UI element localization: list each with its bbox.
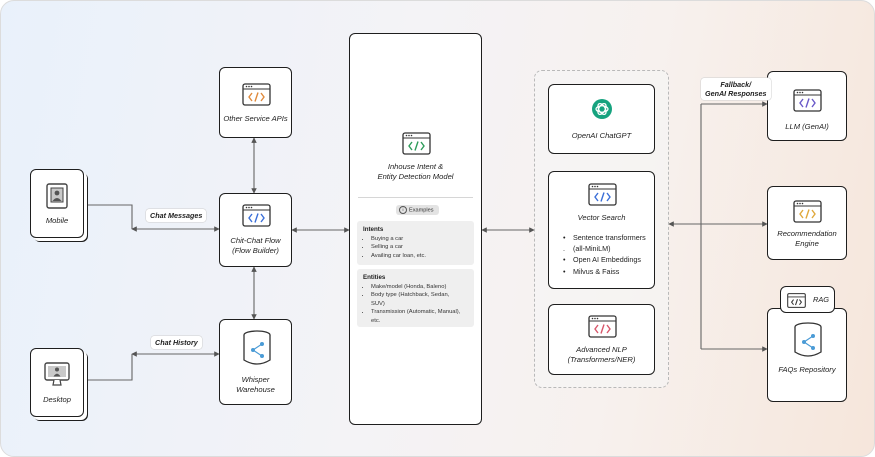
desktop-node: Desktop <box>30 348 84 417</box>
llm-node: LLM (GenAI) <box>767 71 847 141</box>
entity-item: Body type (Hatchback, Sedan, SUV) <box>371 291 474 308</box>
intents-title: Intents <box>363 226 384 233</box>
database-icon <box>242 330 272 371</box>
list-item: •Milvus & Faiss <box>563 266 620 276</box>
list-item: .(all-MiniLM) <box>563 244 611 254</box>
chat-history-label: Chat History <box>151 336 202 349</box>
advanced-nlp-node: Advanced NLP (Transformers/NER) <box>548 304 655 375</box>
rag-tag: RAG <box>780 286 835 313</box>
entity-item: Transmission (Automatic, Manual), etc. <box>371 308 474 325</box>
monitor-icon <box>44 361 70 392</box>
code-window-icon <box>588 315 617 343</box>
mobile-node: Mobile <box>30 169 84 238</box>
intent-item: Availing car loan, etc. <box>371 252 474 260</box>
fallback-label: Fallback/ GenAI Responses <box>701 78 771 100</box>
intent-item: Buying a car <box>371 235 474 243</box>
vector-search-node: Vector Search •Sentence transformers .(a… <box>548 171 655 289</box>
recommendation-engine-node: Recommendation Engine <box>767 186 847 260</box>
code-window-icon <box>787 293 806 313</box>
code-window-icon <box>242 83 271 111</box>
list-item: •Sentence transformers <box>563 233 646 242</box>
flow-builder-label-line1: Chit-Chat Flow <box>230 236 281 245</box>
openai-chatgpt-node: OpenAI ChatGPT <box>548 84 655 154</box>
examples-badge-label: Examples <box>409 207 434 214</box>
entity-item: Make/model (Honda, Baleno) <box>371 283 474 291</box>
entities-panel: Entities Make/model (Honda, Baleno) Body… <box>357 269 474 327</box>
desktop-label: Desktop <box>43 395 71 404</box>
flow-builder-node: Chit-Chat Flow (Flow Builder) <box>219 193 292 267</box>
entities-title: Entities <box>363 274 386 281</box>
info-icon: i <box>399 206 407 214</box>
other-apis-label: Other Service APIs <box>223 114 288 123</box>
faq-label: FAQs Repository <box>778 365 836 374</box>
intent-item: Selling a car <box>371 243 474 251</box>
code-window-icon <box>793 200 822 228</box>
code-window-icon <box>588 183 617 211</box>
reco-label-line2: Engine <box>795 239 819 248</box>
warehouse-label-line2: Warehouse <box>236 385 275 394</box>
nlp-label-line2: (Transformers/NER) <box>567 355 636 364</box>
code-window-icon <box>793 89 822 117</box>
intents-panel: Intents Buying a car Selling a car Avail… <box>357 221 474 265</box>
openai-icon <box>592 99 612 124</box>
intent-entity-model-node: Inhouse Intent & Entity Detection Model … <box>349 33 482 425</box>
rag-label: RAG <box>813 295 830 304</box>
llm-label: LLM (GenAI) <box>785 122 829 131</box>
intent-label-line1: Inhouse Intent & <box>387 162 444 171</box>
mobile-label: Mobile <box>45 216 69 225</box>
chatgpt-label: OpenAI ChatGPT <box>571 131 632 140</box>
divider <box>358 197 473 198</box>
other-apis-node: Other Service APIs <box>219 67 292 138</box>
flow-builder-label-line2: (Flow Builder) <box>232 246 279 255</box>
fallback-label-line2: GenAI Responses <box>705 89 767 98</box>
warehouse-label-line1: Whisper <box>241 375 270 384</box>
chat-messages-label: Chat Messages <box>146 209 207 222</box>
desktop-connector <box>87 354 133 381</box>
vector-search-label: Vector Search <box>577 213 626 222</box>
faqs-repository-node: FAQs Repository <box>767 308 847 402</box>
list-item: •Open AI Embeddings <box>563 255 641 265</box>
nlp-label-line1: Advanced NLP <box>576 345 627 354</box>
code-window-icon <box>242 204 271 232</box>
database-icon <box>793 322 823 363</box>
person-icon <box>46 183 68 214</box>
vector-search-list: •Sentence transformers .(all-MiniLM) •Op… <box>563 232 646 277</box>
fallback-label-line1: Fallback/ <box>720 80 752 89</box>
reco-label-line1: Recommendation <box>777 229 837 238</box>
intent-label-line2: Entity Detection Model <box>377 172 454 181</box>
mobile-connector <box>87 204 133 229</box>
whisper-warehouse-node: Whisper Warehouse <box>219 319 292 405</box>
code-window-icon <box>402 132 431 160</box>
